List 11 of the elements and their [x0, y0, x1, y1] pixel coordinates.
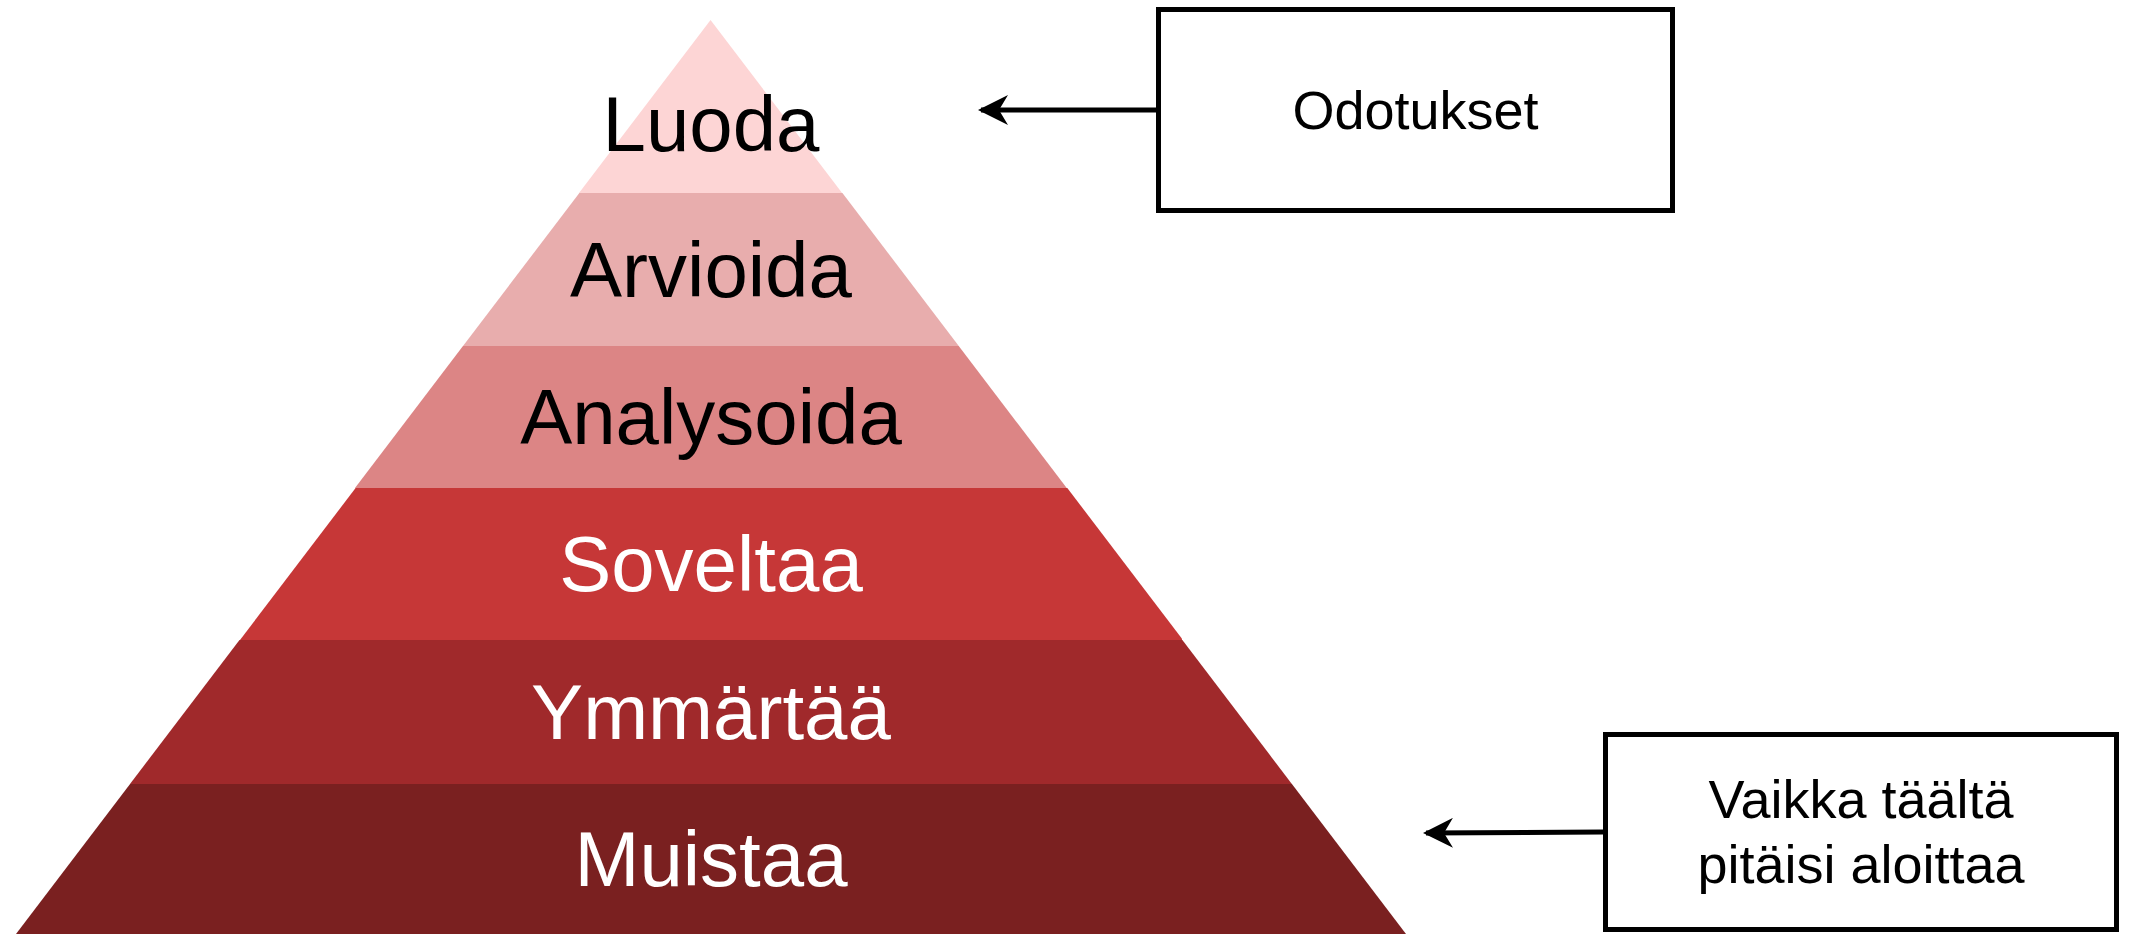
level-label: Ymmärtää: [531, 673, 891, 751]
arrow: [978, 95, 1156, 125]
callout-box: [1603, 732, 2119, 932]
callout-box: [1156, 7, 1675, 213]
callout-text: Odotukset: [1291, 78, 1540, 142]
level-label: Luoda: [602, 84, 820, 163]
callout-text: Vaikka täältä pitäisi aloittaa: [1696, 768, 2026, 896]
level-label: Muistaa: [574, 820, 848, 898]
arrow: [1423, 817, 1603, 848]
level-label: Soveltaa: [559, 525, 863, 603]
level-label: Arvioida: [570, 230, 852, 309]
